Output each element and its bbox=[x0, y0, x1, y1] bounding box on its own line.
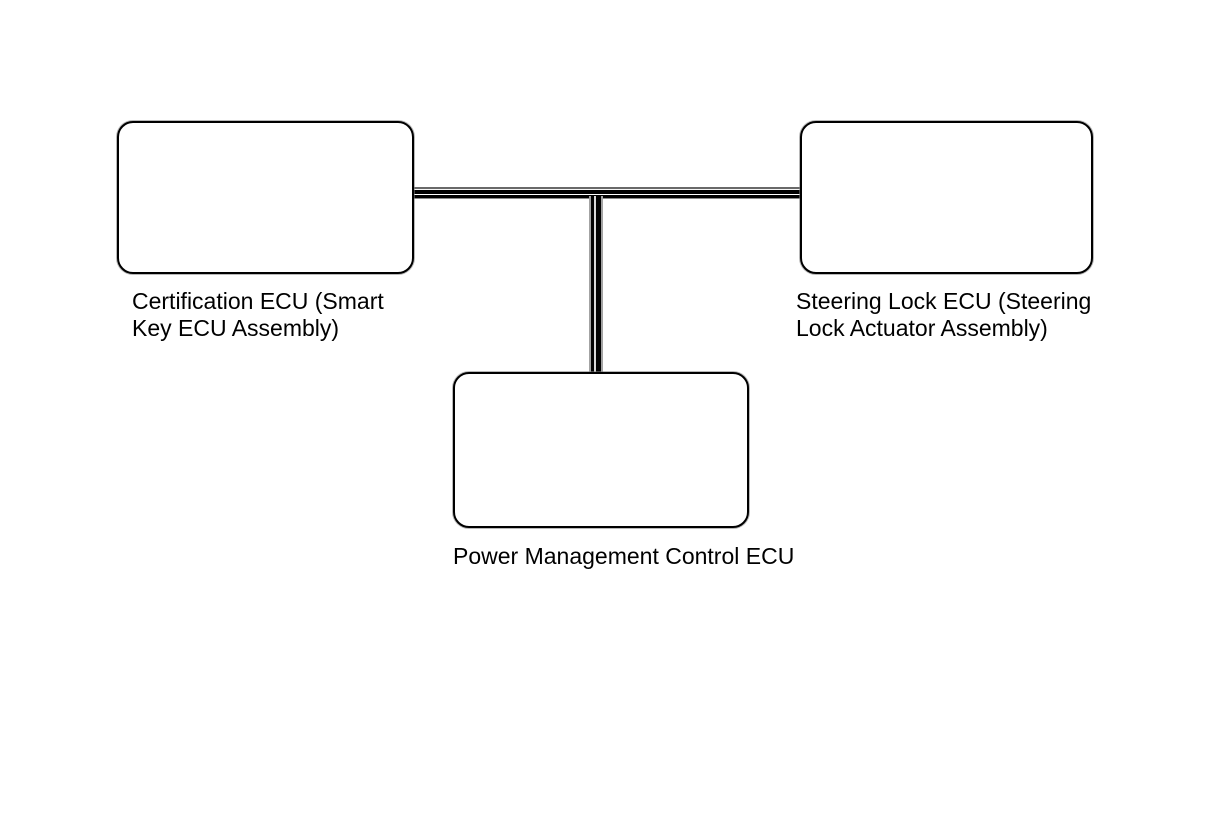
certification-ecu-label: Certification ECU (Smart Key ECU Assembl… bbox=[132, 288, 384, 341]
power-management-control-ecu-label: Power Management Control ECU bbox=[453, 543, 795, 569]
steering-lock-ecu-box bbox=[800, 121, 1093, 274]
bus-vertical-connector bbox=[589, 196, 603, 376]
bus-horizontal-connector bbox=[410, 187, 803, 199]
power-management-control-ecu-box bbox=[453, 372, 749, 528]
certification-ecu-box bbox=[117, 121, 414, 274]
steering-lock-ecu-label: Steering Lock ECU (Steering Lock Actuato… bbox=[796, 288, 1092, 341]
